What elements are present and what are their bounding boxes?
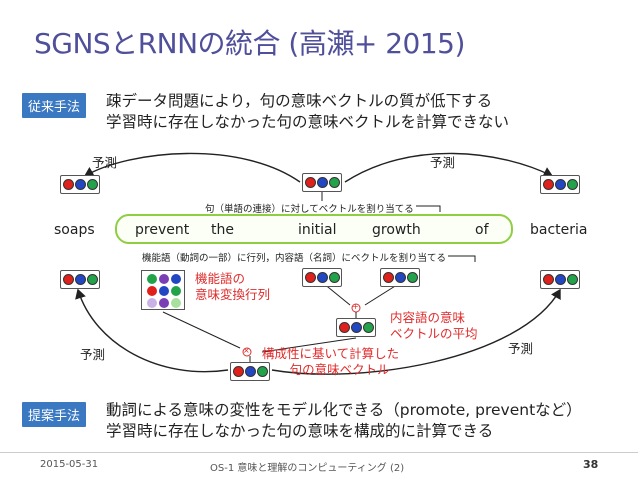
slide-title: SGNSとRNNの統合 (高瀬+ 2015) (34, 27, 465, 60)
word-prevent: prevent (135, 222, 190, 238)
arc-top-left (83, 152, 301, 183)
predict-bottom-left: 予測 (80, 347, 106, 362)
footer-date: 2015-05-31 (40, 459, 99, 470)
phrase-box (115, 214, 513, 244)
dot-blue (350, 322, 362, 333)
plus-symbol: + (352, 302, 359, 311)
function-word-matrix (141, 270, 185, 310)
dot-green (86, 179, 98, 190)
matrix-cell (171, 298, 181, 308)
dot-green (328, 272, 340, 283)
existing-line-2: 学習時に存在しなかった句の意味ベクトルを計算できない (106, 113, 510, 131)
dot-red (62, 274, 74, 285)
dot-green (566, 274, 578, 285)
arc-bottom-right (271, 288, 561, 375)
dot-red (304, 177, 316, 188)
word-of: of (475, 222, 489, 238)
dot-green (328, 177, 340, 188)
dot-green (362, 322, 374, 333)
dot-blue (554, 274, 566, 285)
dot-green (406, 272, 418, 283)
dot-red (338, 322, 350, 333)
matrix-cell (159, 298, 169, 308)
dot-green (566, 179, 578, 190)
matrix-cell (147, 286, 157, 296)
predict-top-left: 予測 (92, 155, 118, 170)
proposed-line-1: 動詞による意味の変性をモデル化できる（promote, preventなど） (106, 401, 582, 419)
word-soaps: soaps (54, 222, 95, 238)
arc-top-right (344, 152, 554, 183)
proposed-line-2: 学習時に存在しなかった句の意味を構成的に計算できる (106, 422, 494, 440)
dot-red (304, 272, 316, 283)
word-the: the (211, 222, 234, 238)
dot-blue (316, 272, 328, 283)
dot-green (86, 274, 98, 285)
compose-label-line-2: 句の意味ベクトル (289, 362, 390, 377)
matrix-label-line-2: 意味変換行列 (195, 287, 271, 302)
dot-blue (554, 179, 566, 190)
word-note: 機能語（動詞の一部）に行列，内容語（名詞）にベクトルを割り当てる (140, 250, 449, 264)
vector-soaps-top (60, 175, 100, 194)
average-label-line-1: 内容語の意味 (390, 310, 466, 325)
matrix-cell (171, 274, 181, 284)
word-initial: initial (298, 222, 337, 238)
compose-label-line-1: 構成性に基いて計算した (262, 346, 400, 361)
average-label: 内容語の意味 ベクトルの平均 (390, 310, 478, 342)
phrase-note: 句（単語の連接）に対してベクトルを割り当てる (203, 201, 416, 215)
vector-growth (380, 268, 420, 287)
footer-page-number: 38 (583, 458, 599, 471)
vector-bacteria-bottom (540, 270, 580, 289)
matrix-label-line-1: 機能語の (195, 271, 246, 286)
matrix-cell (159, 274, 169, 284)
proposed-method-tag: 提案手法 (22, 402, 87, 427)
times-symbol: × (243, 346, 250, 355)
dot-blue (244, 366, 256, 377)
predict-bottom-right: 予測 (508, 341, 534, 356)
vector-average (336, 318, 376, 337)
vector-phrase-top (302, 173, 342, 192)
dot-red (62, 179, 74, 190)
predict-top-right: 予測 (430, 155, 456, 170)
existing-line-1: 疎データ問題により，句の意味ベクトルの質が低下する (106, 92, 493, 110)
vector-composed (230, 362, 270, 381)
dot-red (542, 274, 554, 285)
dot-red (382, 272, 394, 283)
matrix-cell (147, 298, 157, 308)
existing-method-tag: 従来手法 (22, 93, 87, 118)
word-growth: growth (372, 222, 421, 238)
footer-course: OS-1 意味と理解のコンピューティング (2) (210, 463, 405, 474)
vector-soaps-bottom (60, 270, 100, 289)
matrix-cell (147, 274, 157, 284)
matrix-cell (171, 286, 181, 296)
matrix-label: 機能語の 意味変換行列 (195, 271, 270, 303)
dot-green (256, 366, 268, 377)
dot-red (232, 366, 244, 377)
vector-bacteria-top (540, 175, 580, 194)
dot-blue (74, 274, 86, 285)
matrix-cell (159, 286, 169, 296)
compose-label: 構成性に基いて計算した 句の意味ベクトル (262, 346, 399, 378)
arc-bottom-left (75, 288, 229, 373)
average-label-line-2: ベクトルの平均 (390, 326, 478, 341)
footer-divider (0, 452, 638, 453)
vector-initial (302, 268, 342, 287)
dot-blue (74, 179, 86, 190)
dot-red (542, 179, 554, 190)
dot-blue (316, 177, 328, 188)
dot-blue (394, 272, 406, 283)
word-bacteria: bacteria (530, 222, 588, 238)
